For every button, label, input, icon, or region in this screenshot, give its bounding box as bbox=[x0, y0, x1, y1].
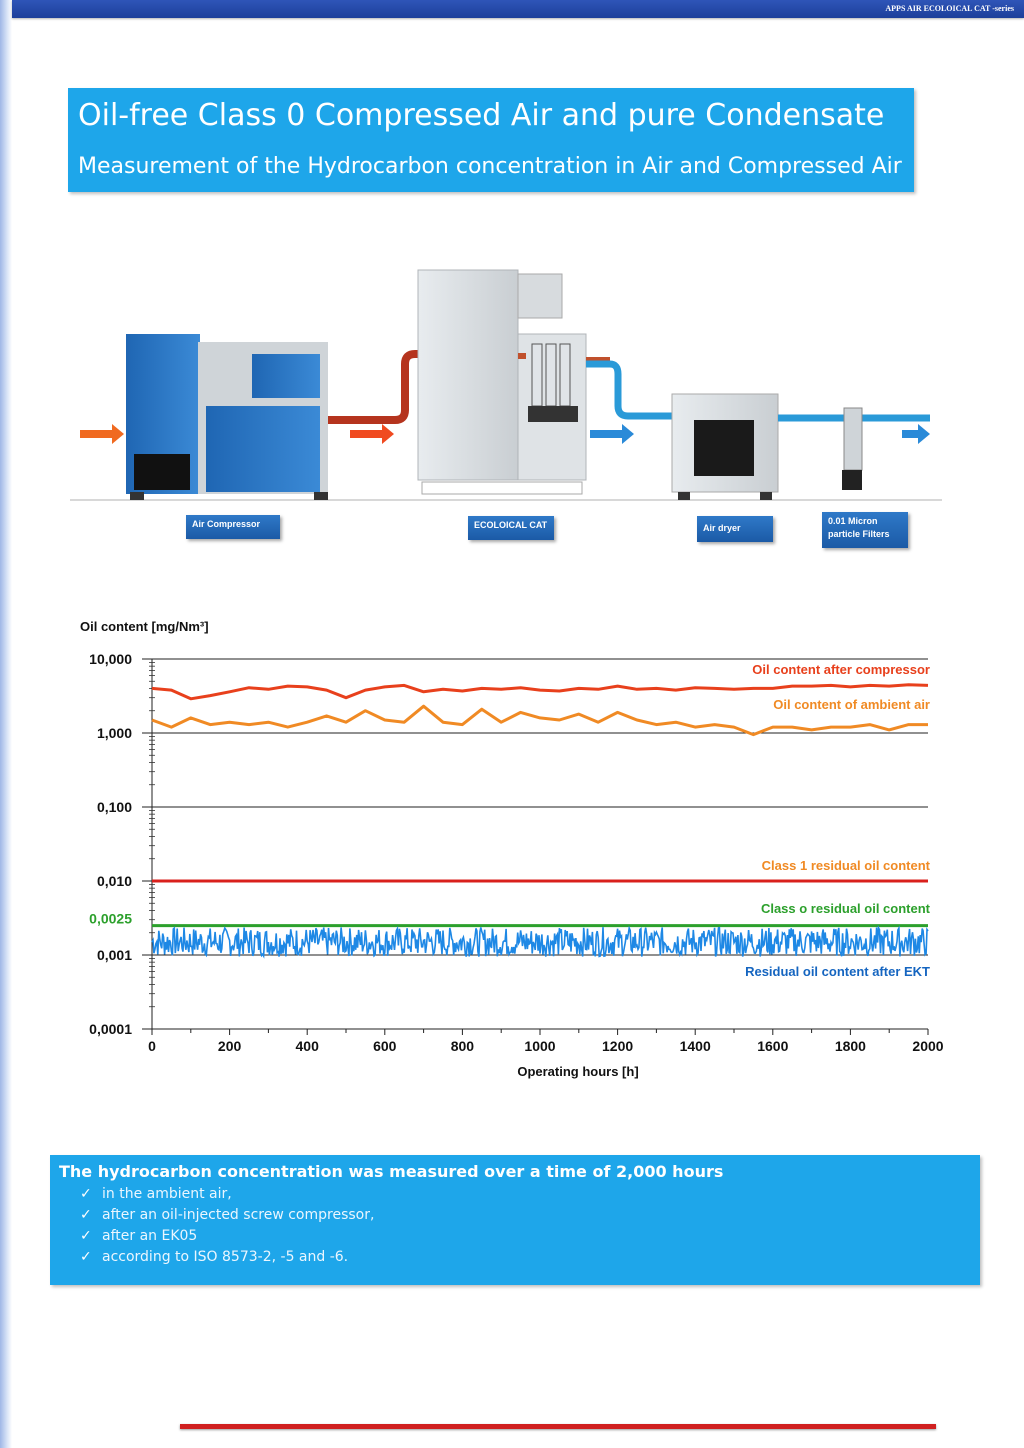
filter-label-line1: 0.01 Micron bbox=[828, 516, 878, 526]
legend-label: Oil content after compressor bbox=[752, 662, 930, 677]
series-line bbox=[151, 683, 929, 701]
series-label: APPS AIR ECOLOICAL CAT -series bbox=[885, 4, 1014, 13]
list-item: ✓ in the ambient air, bbox=[80, 1184, 374, 1205]
page-title: Oil-free Class 0 Compressed Air and pure… bbox=[78, 98, 885, 133]
x-tick-label: 0 bbox=[148, 1038, 156, 1054]
x-tick-label: 1000 bbox=[524, 1038, 555, 1054]
label-particle-filters: 0.01 Micron particle Filters bbox=[822, 512, 908, 548]
y-tick-label: 1,000 bbox=[97, 725, 132, 741]
y-tick-label: 0,100 bbox=[97, 799, 132, 815]
left-margin-bar bbox=[0, 0, 12, 1448]
equipment-diagram bbox=[70, 269, 942, 501]
header-bar: APPS AIR ECOLOICAL CAT -series bbox=[12, 0, 1024, 18]
list-item: ✓ after an EK05 bbox=[80, 1226, 374, 1247]
x-tick-label: 1400 bbox=[680, 1038, 711, 1054]
info-box: The hydrocarbon concentration was measur… bbox=[50, 1155, 980, 1285]
list-item-text: after an EK05 bbox=[102, 1228, 198, 1244]
x-tick-label: 800 bbox=[451, 1038, 475, 1054]
label-air-dryer: Air dryer bbox=[697, 516, 773, 542]
x-tick-label: 400 bbox=[296, 1038, 320, 1054]
filter-label-line2: particle Filters bbox=[828, 529, 890, 539]
legend-label: Oil content of ambient air bbox=[773, 697, 930, 712]
x-axis-label: Operating hours [h] bbox=[517, 1064, 638, 1079]
y-tick-label: 0,010 bbox=[97, 873, 132, 889]
y-axis-label: Oil content [mg/Nm³] bbox=[80, 619, 209, 634]
oil-content-chart: Oil content [mg/Nm³] Operating hours [h]… bbox=[80, 619, 944, 1079]
title-banner: Oil-free Class 0 Compressed Air and pure… bbox=[68, 88, 914, 192]
micron-filter-image bbox=[842, 407, 863, 490]
series-line-residual-after-ekt bbox=[151, 924, 929, 959]
list-item: ✓ after an oil-injected screw compressor, bbox=[80, 1205, 374, 1226]
x-tick-label: 1600 bbox=[757, 1038, 788, 1054]
ecological-cat-image bbox=[417, 269, 610, 495]
x-tick-label: 600 bbox=[373, 1038, 397, 1054]
check-icon: ✓ bbox=[80, 1186, 92, 1202]
list-item-text: in the ambient air, bbox=[102, 1186, 232, 1202]
y-tick-label: 10,000 bbox=[89, 651, 132, 667]
air-dryer-image bbox=[671, 393, 779, 500]
label-ecological-cat: ECOLOICAL CAT bbox=[468, 516, 554, 540]
x-tick-label: 200 bbox=[218, 1038, 242, 1054]
page-subtitle: Measurement of the Hydrocarbon concentra… bbox=[78, 154, 902, 179]
x-tick-label: 1200 bbox=[602, 1038, 633, 1054]
info-heading: The hydrocarbon concentration was measur… bbox=[59, 1162, 724, 1181]
label-air-compressor: Air Compressor bbox=[186, 515, 280, 539]
check-icon: ✓ bbox=[80, 1228, 92, 1244]
y-tick-label: 0,0001 bbox=[89, 1021, 132, 1037]
bottom-rule bbox=[180, 1424, 936, 1429]
legend-label: Residual oil content after EKT bbox=[745, 964, 930, 979]
info-list: ✓ in the ambient air, ✓ after an oil-injec… bbox=[80, 1184, 374, 1268]
y-tick-label: 0,0025 bbox=[89, 911, 132, 927]
check-icon: ✓ bbox=[80, 1249, 92, 1265]
list-item-text: according to ISO 8573-2, -5 and -6. bbox=[102, 1249, 349, 1265]
series-line bbox=[151, 704, 928, 737]
list-item: ✓ according to ISO 8573-2, -5 and -6. bbox=[80, 1247, 374, 1268]
x-tick-label: 1800 bbox=[835, 1038, 866, 1054]
y-tick-label: 0,001 bbox=[97, 947, 132, 963]
air-compressor-image bbox=[126, 334, 328, 500]
legend-label: Class 1 residual oil content bbox=[762, 858, 931, 873]
x-tick-label: 2000 bbox=[912, 1038, 943, 1054]
check-icon: ✓ bbox=[80, 1207, 92, 1223]
list-item-text: after an oil-injected screw compressor, bbox=[102, 1207, 375, 1223]
legend-label: Class o residual oil content bbox=[761, 901, 931, 916]
